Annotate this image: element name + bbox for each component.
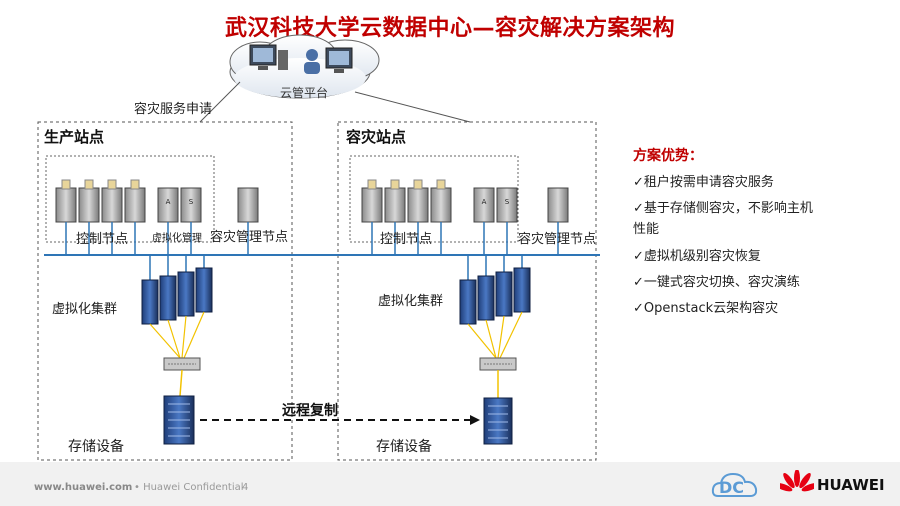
advantage-item: ✓基于存储侧容灾，不影响主机 (633, 201, 813, 216)
advantage-item: ✓Openstack云架构容灾 (633, 301, 779, 316)
svg-text:S: S (505, 198, 510, 206)
advantages-title: 方案优势： (633, 148, 703, 164)
svg-text:A: A (166, 198, 171, 206)
production-storage-label: 存储设备 (68, 439, 124, 455)
dr-blade-cluster (459, 267, 531, 325)
production-storage-icon (163, 395, 195, 445)
production-cluster-label: 虚拟化集群 (52, 302, 118, 317)
production-dr-mgmt-node-label: 容灾管理节点 (210, 230, 289, 245)
dr-site-border (337, 121, 597, 461)
dc-cloud-logo-icon (711, 472, 758, 497)
remote-replication-arrow (200, 415, 480, 425)
dr-request-label: 容灾服务申请 (134, 102, 213, 117)
user-icon (304, 49, 320, 74)
desktop-computer-icon (249, 44, 288, 70)
cloud-platform-label: 云管平台 (280, 86, 329, 100)
advantages-list: ✓租户按需申请容灾服务 ✓基于存储侧容灾，不影响主机 性能 ✓虚拟机级别容灾恢复… (633, 170, 883, 322)
production-site-border (37, 121, 293, 461)
dr-storage-icon (483, 397, 513, 445)
dr-site-title: 容灾站点 (346, 128, 407, 146)
advantage-item: ✓虚拟机级别容灾恢复 (633, 249, 761, 264)
cloud-platform-icon (229, 34, 380, 99)
dr-switch-icon (479, 357, 517, 371)
page-number: 4 (242, 482, 249, 493)
svg-text:A: A (482, 198, 487, 206)
huawei-logo-icon (780, 470, 814, 492)
production-switch-icon (163, 357, 201, 371)
production-control-nodes-label: 控制节点 (76, 232, 129, 247)
advantage-item-continuation: 性能 (633, 222, 660, 237)
huawei-brand-text: HUAWEI (817, 476, 885, 494)
footer-confidential: • Huawei Confidential (134, 482, 244, 493)
footer-bar (0, 462, 900, 506)
dc-logo-text: DC (719, 478, 745, 497)
advantage-item: ✓租户按需申请容灾服务 (633, 175, 774, 190)
production-control-servers: A S (55, 179, 259, 223)
svg-text:S: S (189, 198, 194, 206)
dr-control-servers: A S (361, 179, 569, 223)
monitor-icon (325, 47, 353, 73)
dr-storage-label: 存储设备 (376, 439, 432, 455)
footer-url: www.huawei.com (34, 482, 133, 493)
remote-replication-label: 远程复制 (282, 403, 338, 419)
production-blade-cluster (141, 267, 213, 325)
production-site-title: 生产站点 (44, 128, 105, 146)
advantage-item: ✓一键式容灾切换、容灾演练 (633, 275, 800, 290)
dr-mgmt-node-label: 容灾管理节点 (518, 232, 597, 247)
production-virt-mgmt-label: 虚拟化管理 (152, 233, 202, 244)
dr-control-nodes-label: 控制节点 (380, 232, 433, 247)
dr-cluster-label: 虚拟化集群 (378, 294, 444, 309)
